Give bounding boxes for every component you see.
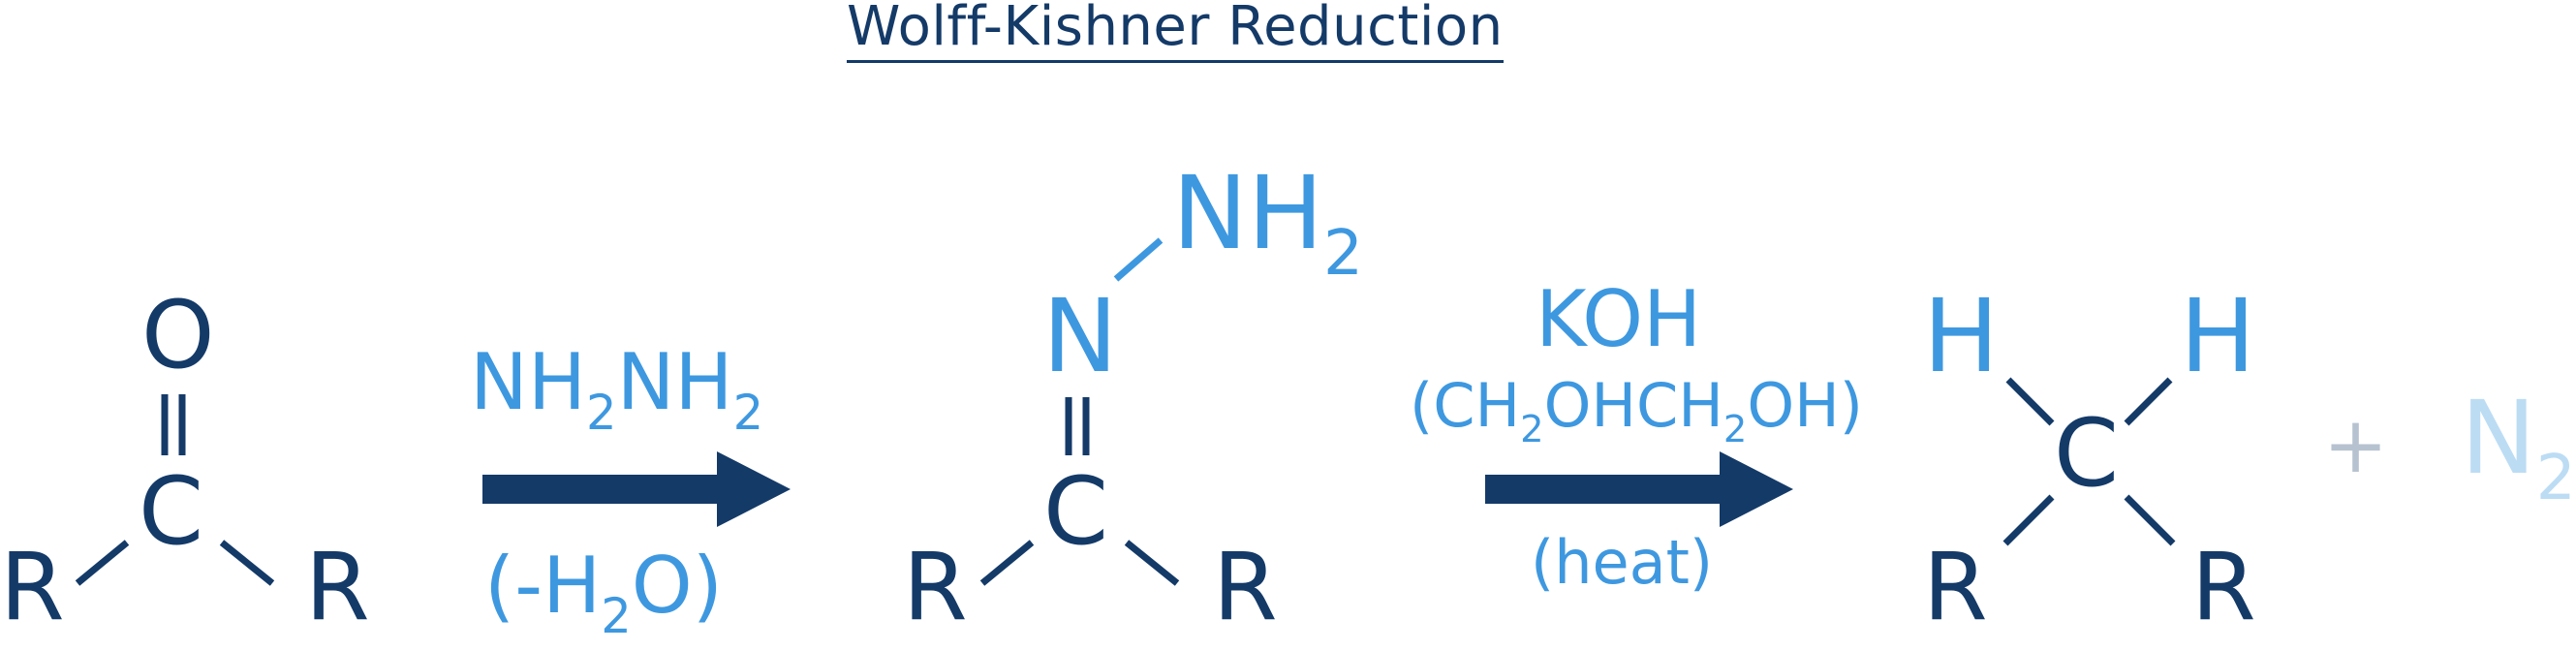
byproduct-plus-sign: + bbox=[2323, 400, 2389, 490]
step1-reagent-nh-a: NH bbox=[470, 337, 586, 427]
step2-solvent-b: OHCH bbox=[1543, 370, 1723, 441]
step1-reagent-sub-b: 2 bbox=[732, 384, 764, 441]
byproduct-n2-molecule: N2 bbox=[2461, 388, 2576, 510]
intermediate-nh2-group: NH2 bbox=[1172, 163, 1363, 285]
reactant-cr-right-bond bbox=[219, 540, 275, 586]
intermediate-carbon-atom: C bbox=[1043, 457, 1109, 566]
reaction-arrow-1-head bbox=[717, 451, 791, 527]
reaction-arrow-2-shaft bbox=[1485, 475, 1727, 504]
product-cr-right-bond bbox=[2124, 494, 2176, 546]
intermediate-cr-left-bond bbox=[979, 540, 1035, 586]
reaction-arrow-2-head bbox=[1720, 451, 1793, 527]
reactant-r-left: R bbox=[0, 533, 65, 641]
reactant-carbon-atom: C bbox=[139, 457, 204, 566]
product-r-left: R bbox=[1923, 533, 1988, 641]
product-r-right: R bbox=[2191, 533, 2256, 641]
step1-side-close: O) bbox=[631, 541, 723, 631]
intermediate-r-right: R bbox=[1213, 533, 1278, 641]
byproduct-n-label: N bbox=[2461, 379, 2536, 497]
step1-reagent-sub-a: 2 bbox=[586, 384, 617, 441]
intermediate-nh-label: NH bbox=[1172, 154, 1323, 272]
product-h-right: H bbox=[2180, 277, 2256, 395]
diagram-title: Wolff-Kishner Reduction bbox=[847, 0, 1504, 63]
intermediate-nitrogen-atom: N bbox=[1042, 277, 1118, 395]
product-carbon-atom: C bbox=[2054, 399, 2120, 508]
step2-solvent-a: (CH bbox=[1410, 370, 1521, 441]
product-ch-left-bond bbox=[2005, 377, 2055, 426]
step1-side-open: (-H bbox=[484, 541, 602, 631]
intermediate-r-left: R bbox=[903, 533, 968, 641]
byproduct-n-sub: 2 bbox=[2535, 442, 2576, 515]
step2-solvent-sub-a: 2 bbox=[1520, 408, 1544, 452]
step1-reagent-nh-b: NH bbox=[616, 337, 733, 427]
reactant-oxygen-atom: O bbox=[141, 281, 215, 389]
step2-solvent-sub-b: 2 bbox=[1723, 408, 1748, 452]
reactant-cr-left-bond bbox=[75, 540, 130, 586]
product-h-left: H bbox=[1923, 277, 2000, 395]
step2-condition: (heat) bbox=[1531, 527, 1714, 598]
step2-solvent-c: OH) bbox=[1747, 370, 1863, 441]
step2-reagent-base: KOH bbox=[1536, 274, 1702, 364]
intermediate-nn-bond bbox=[1113, 237, 1164, 282]
step2-reagent-solvent: (CH2OHCH2OH) bbox=[1410, 376, 1863, 449]
step1-side-sub: 2 bbox=[601, 587, 632, 644]
reaction-arrow-1-shaft bbox=[482, 475, 725, 504]
product-cr-left-bond bbox=[2002, 494, 2055, 546]
step1-side-product: (-H2O) bbox=[484, 547, 723, 640]
product-ch-right-bond bbox=[2124, 377, 2173, 426]
intermediate-cr-right-bond bbox=[1124, 540, 1180, 586]
step1-reagent: NH2NH2 bbox=[470, 344, 763, 437]
intermediate-nh-sub: 2 bbox=[1323, 217, 1364, 291]
reactant-r-right: R bbox=[305, 533, 370, 641]
